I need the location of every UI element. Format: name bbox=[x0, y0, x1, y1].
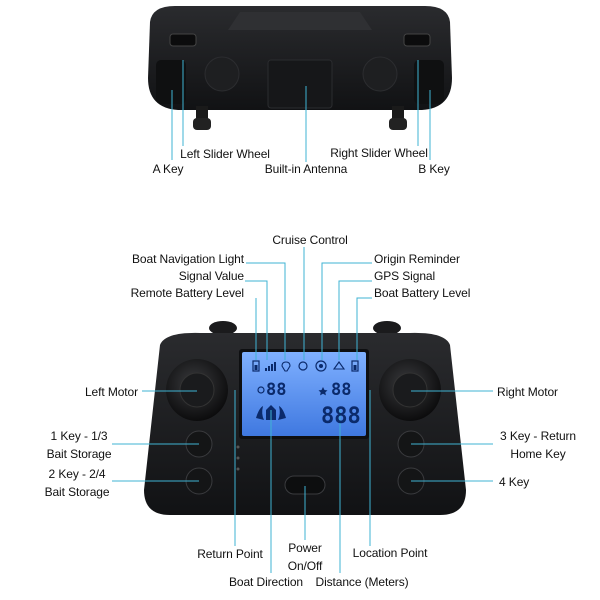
label-built-in-antenna: Built-in Antenna bbox=[264, 162, 348, 176]
top-view-leader-lines bbox=[171, 60, 431, 162]
label-power-line1: Power bbox=[288, 541, 322, 555]
label-cruise-control: Cruise Control bbox=[272, 233, 348, 247]
label-key3-line1: 3 Key - Return bbox=[500, 429, 576, 443]
label-key1-line2: Bait Storage bbox=[46, 447, 112, 461]
label-key4: 4 Key bbox=[499, 475, 530, 489]
label-boat-navigation-light: Boat Navigation Light bbox=[132, 252, 244, 266]
label-location-point: Location Point bbox=[352, 546, 428, 560]
label-a-key: A Key bbox=[152, 162, 184, 176]
lcd-distance-digits: 888 bbox=[321, 404, 361, 429]
left-slider-wheel-shape bbox=[169, 33, 197, 47]
label-return-point: Return Point bbox=[197, 547, 263, 561]
lcd-right-digits: 88 bbox=[331, 380, 352, 400]
origin-reminder-icon bbox=[315, 360, 327, 372]
top-view-controller bbox=[148, 6, 452, 130]
label-key2-line2: Bait Storage bbox=[44, 485, 110, 499]
label-key2-line1: 2 Key - 2/4 bbox=[48, 467, 106, 481]
label-boat-battery-level: Boat Battery Level bbox=[374, 286, 471, 300]
return-point-icon bbox=[257, 386, 265, 394]
label-b-key: B Key bbox=[418, 162, 450, 176]
label-left-slider-wheel: Left Slider Wheel bbox=[180, 147, 270, 161]
front-view-leader-lines bbox=[112, 247, 493, 573]
lcd-left-digits: 88 bbox=[266, 380, 287, 400]
label-remote-battery-level: Remote Battery Level bbox=[130, 286, 244, 300]
label-distance: Distance (Meters) bbox=[315, 575, 409, 589]
signal-bars-icon bbox=[274, 362, 276, 371]
lcd-status-icons bbox=[252, 360, 359, 372]
right-slider-wheel-shape bbox=[403, 33, 431, 47]
boat-battery-icon bbox=[351, 360, 359, 372]
cruise-control-icon bbox=[298, 361, 308, 371]
label-power-line2: On/Off bbox=[287, 559, 323, 573]
label-key3-line2: Home Key bbox=[510, 447, 566, 461]
remote-battery-icon bbox=[252, 360, 260, 372]
label-right-motor: Right Motor bbox=[497, 385, 558, 399]
remote-battery-fill bbox=[254, 365, 258, 370]
label-gps-signal: GPS Signal bbox=[374, 269, 436, 283]
front-view-controller bbox=[144, 321, 466, 515]
label-right-slider-wheel: Right Slider Wheel bbox=[330, 146, 428, 160]
label-left-motor: Left Motor bbox=[84, 385, 138, 399]
gps-signal-icon bbox=[332, 361, 346, 370]
label-signal-value: Signal Value bbox=[178, 269, 244, 283]
label-origin-reminder: Origin Reminder bbox=[374, 252, 460, 266]
label-key1-line1: 1 Key - 1/3 bbox=[50, 429, 108, 443]
navigation-light-icon bbox=[281, 361, 291, 372]
label-boat-direction: Boat Direction bbox=[229, 575, 303, 589]
location-point-icon bbox=[318, 387, 328, 396]
